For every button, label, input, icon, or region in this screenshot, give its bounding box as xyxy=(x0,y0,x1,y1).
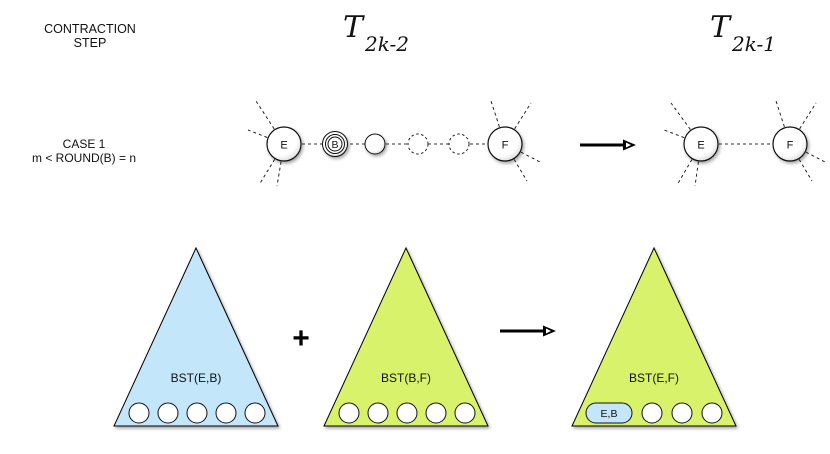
node-f-label: F xyxy=(502,140,509,152)
node-b-label: B xyxy=(331,139,338,151)
contraction-step-line2: STEP xyxy=(73,36,107,50)
tree-middle: BST(B,F) xyxy=(323,246,489,427)
node-e: E xyxy=(683,126,719,162)
case-label: CASE 1 m < ROUND(B) = n xyxy=(2,137,166,165)
tree-left: BST(E,B) xyxy=(113,246,279,427)
tree-left-leaves xyxy=(128,402,266,424)
contraction-step-title: CONTRACTION STEP xyxy=(20,22,160,50)
tree-before-subscript: 2k-2 xyxy=(365,32,409,56)
leaf-node xyxy=(215,402,237,424)
path-after: E F xyxy=(663,100,826,187)
tree-after-symbol: T xyxy=(710,10,731,45)
transform-arrow xyxy=(580,139,636,151)
leaf-node xyxy=(454,402,476,424)
leaf-node xyxy=(338,402,360,424)
leaf-node xyxy=(157,402,179,424)
tree-right-leaves: E,B xyxy=(585,402,723,424)
tree-left-label: BST(E,B) xyxy=(171,371,222,385)
path-before: E B F xyxy=(247,100,541,187)
node-e-label: E xyxy=(697,140,704,152)
intermediate-node xyxy=(364,133,386,155)
contraction-step-line1: CONTRACTION xyxy=(44,22,136,36)
node-e-label: E xyxy=(280,140,287,152)
tree-before-symbol: T xyxy=(343,10,364,45)
leaf-node xyxy=(128,402,150,424)
case-line2: m < ROUND(B) = n xyxy=(31,151,136,165)
leaf-node xyxy=(641,402,663,424)
leaf-node xyxy=(367,402,389,424)
removed-node xyxy=(448,133,470,155)
leaf-node xyxy=(244,402,266,424)
tree-middle-leaves xyxy=(338,402,476,424)
tree-after-subscript: 2k-1 xyxy=(732,32,776,56)
plus-operator: + xyxy=(292,322,310,355)
node-f: F xyxy=(772,126,808,162)
tree-middle-label: BST(B,F) xyxy=(381,371,431,385)
removed-node xyxy=(407,133,429,155)
transform-arrow xyxy=(500,325,556,337)
leaf-node xyxy=(671,402,693,424)
node-b: B xyxy=(322,131,348,157)
case-line1: CASE 1 xyxy=(62,137,106,151)
merged-leaf-label: E,B xyxy=(601,408,618,420)
leaf-node xyxy=(701,402,723,424)
tree-right-label: BST(E,F) xyxy=(629,371,679,385)
node-f: F xyxy=(487,126,523,162)
leaf-node xyxy=(425,402,447,424)
node-f-label: F xyxy=(787,140,794,152)
leaf-node xyxy=(186,402,208,424)
leaf-node xyxy=(396,402,418,424)
merged-leaf xyxy=(585,402,633,424)
node-e: E xyxy=(266,126,302,162)
tree-right: BST(E,F) E,B xyxy=(571,246,737,427)
